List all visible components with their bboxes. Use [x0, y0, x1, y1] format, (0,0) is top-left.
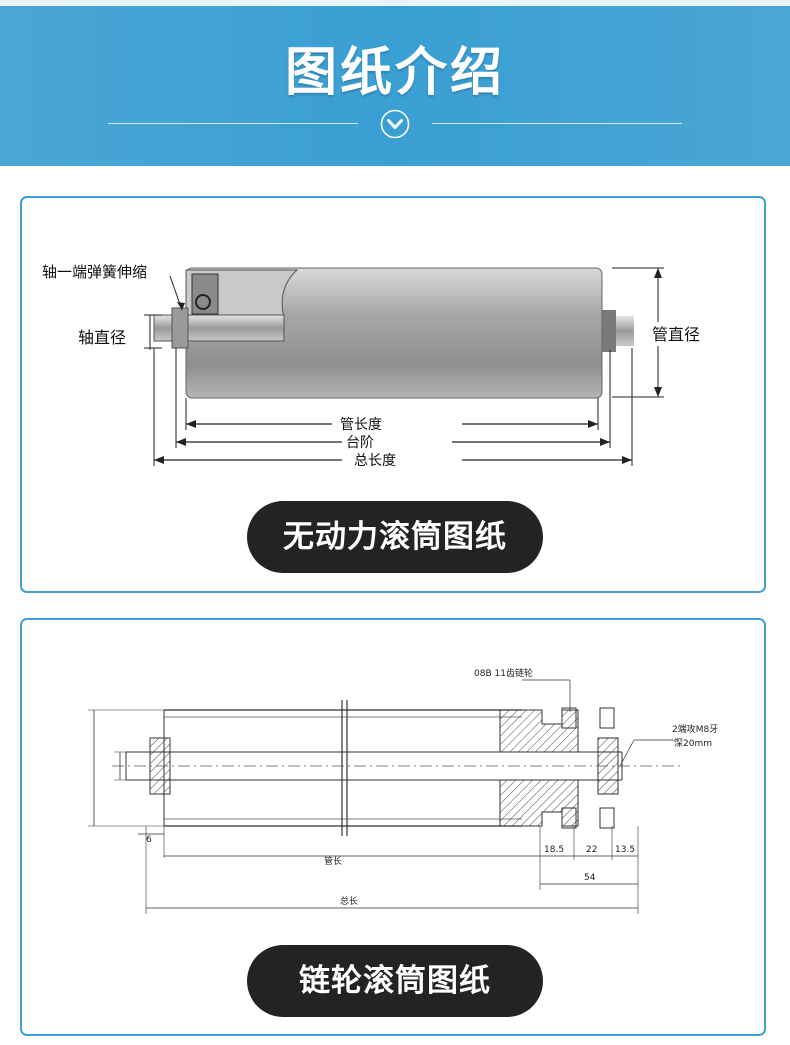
- tube-length-label: 管长度: [340, 417, 382, 433]
- banner-divider-right: [432, 123, 682, 124]
- sprocket-label: 08B 11齿链轮: [474, 667, 533, 679]
- sprocket-hub-top: [499, 709, 579, 753]
- spring-label: 轴一端弹簧伸缩: [42, 263, 147, 281]
- left-step: [171, 307, 189, 349]
- tap-label-line1: 2端攻M8牙: [672, 723, 718, 735]
- unpowered-roller-drawing: 轴一端弹簧伸缩 轴直径 管直径 管长度 台阶 总长度: [42, 263, 726, 469]
- tap-label-line2: 深20mm: [674, 738, 712, 749]
- dim-22-label: 22: [586, 845, 597, 855]
- step-label: 台阶: [346, 435, 374, 451]
- sprocket-tooth-2: [599, 707, 615, 729]
- tube-dia-arrow-bottom: [654, 387, 662, 397]
- banner-top-strip: [0, 0, 790, 6]
- dim-6-label: 6: [146, 835, 152, 845]
- total-length-arrow-left: [154, 456, 164, 464]
- page-title: 图纸介绍: [284, 43, 505, 103]
- sprocket-tooth-4: [599, 807, 615, 829]
- sprocket-hub-bottom: [499, 779, 579, 827]
- bearing-housing: [191, 273, 219, 315]
- spring-arrow: [177, 302, 185, 310]
- tube-dia-label-bg: [650, 322, 726, 346]
- sprocket-roller-drawing: 08B 11齿链轮 2端攻M8牙 深20mm 6 管长 18.5 22 13.5…: [88, 667, 718, 914]
- right-bearing: [597, 737, 619, 795]
- step-arrow-right: [600, 438, 610, 446]
- dim-54-label: 54: [584, 873, 596, 883]
- header-banner: 图纸介绍: [0, 0, 790, 166]
- sprocket-roller-panel: 08B 11齿链轮 2端攻M8牙 深20mm 6 管长 18.5 22 13.5…: [20, 618, 766, 1036]
- shaft-diameter-label: 轴直径: [78, 328, 126, 347]
- tube-length-arrow-left: [186, 420, 196, 428]
- unpowered-roller-caption: 无动力滚筒图纸: [247, 501, 543, 573]
- tube-length-arrow-right: [588, 420, 598, 428]
- step-arrow-left: [176, 438, 186, 446]
- banner-divider-left: [108, 123, 358, 124]
- tube-length-label: 管长: [324, 855, 342, 867]
- total-length-label: 总长度: [354, 453, 396, 469]
- total-length-label: 总长: [340, 895, 358, 907]
- dim-13-5-label: 13.5: [615, 845, 635, 855]
- sprocket-tooth-3: [561, 807, 577, 829]
- tube-dia-arrow-top: [654, 268, 662, 278]
- chevron-down-icon: [380, 109, 410, 139]
- total-length-arrow-right: [622, 456, 632, 464]
- tube-diameter-label: 管直径: [652, 325, 700, 344]
- tap-leader-diag: [619, 739, 635, 767]
- bearing: [195, 294, 211, 310]
- dim-18-5-label: 18.5: [544, 845, 564, 855]
- unpowered-roller-panel: 轴一端弹簧伸缩 轴直径 管直径 管长度 台阶 总长度: [20, 196, 766, 593]
- sprocket-roller-caption: 链轮滚筒图纸: [247, 945, 543, 1017]
- sprocket-tooth-1: [561, 707, 577, 729]
